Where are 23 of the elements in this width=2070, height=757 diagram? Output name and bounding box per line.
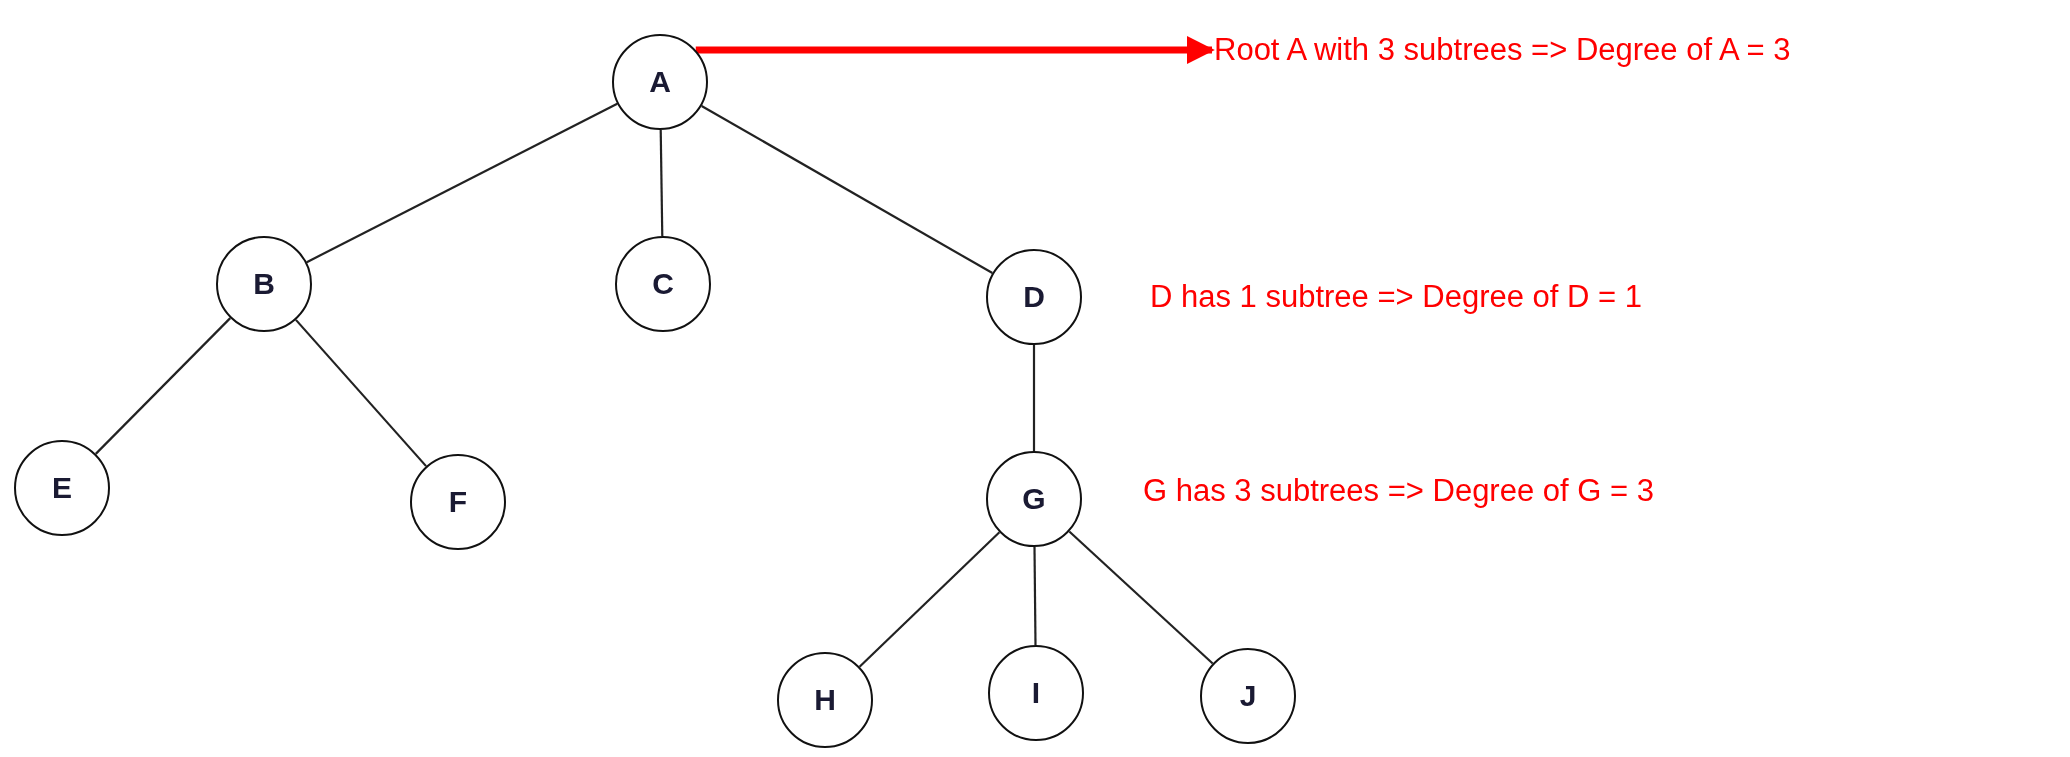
tree-edge xyxy=(1033,547,1037,645)
node-label: E xyxy=(52,471,72,505)
tree-edge xyxy=(306,102,618,264)
node-label: I xyxy=(1031,676,1041,710)
node-label: C xyxy=(652,267,674,301)
tree-edge xyxy=(858,531,1001,668)
tree-edge xyxy=(659,130,664,237)
node-label: G xyxy=(1022,482,1046,516)
tree-edge xyxy=(1068,530,1214,665)
node-label: B xyxy=(253,267,275,301)
node-label: A xyxy=(649,65,671,99)
tree-edge xyxy=(95,317,231,455)
node-label: H xyxy=(814,683,836,717)
annotation-text: G has 3 subtrees => Degree of G = 3 xyxy=(1143,472,1654,510)
arrow xyxy=(695,36,1215,64)
tree-edge xyxy=(295,319,427,467)
node-label: F xyxy=(448,485,468,519)
node-label: D xyxy=(1023,280,1045,314)
tree-edge xyxy=(701,104,993,275)
node-label: J xyxy=(1239,679,1257,713)
annotation-text: D has 1 subtree => Degree of D = 1 xyxy=(1150,278,1642,316)
tree-edge xyxy=(1032,345,1036,451)
annotation-text: Root A with 3 subtrees => Degree of A = 3 xyxy=(1214,30,1791,70)
